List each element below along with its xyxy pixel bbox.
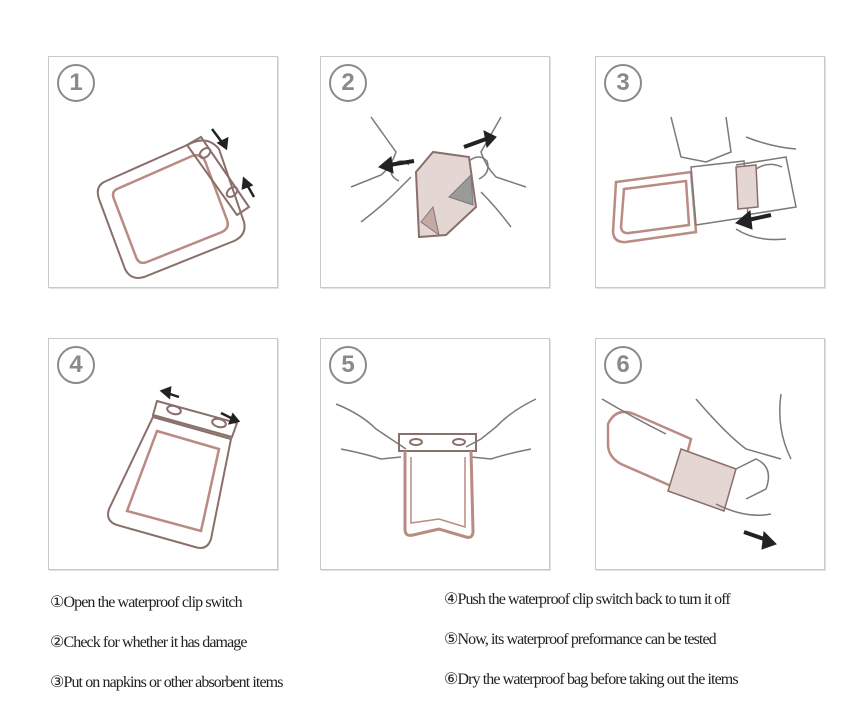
step-4-caption: ④Push the waterproof clip switch back to… <box>444 589 730 609</box>
step-number-badge: 4 <box>57 346 95 384</box>
step-3-panel: 3 <box>595 56 825 288</box>
step-1-panel: 1 <box>48 56 278 288</box>
step-5-panel: 5 <box>320 338 550 570</box>
arrow-icon <box>744 532 776 549</box>
step-number-badge: 1 <box>57 64 95 102</box>
step-4-panel: 4 <box>48 338 278 570</box>
step-1-caption: ①Open the waterproof clip switch <box>50 592 242 612</box>
step-number-badge: 6 <box>604 346 642 384</box>
step-5-caption: ⑤Now, its waterproof preformance can be … <box>444 629 716 649</box>
step-number-badge: 3 <box>604 64 642 102</box>
step-6-panel: 6 <box>595 338 825 570</box>
step-2-caption: ②Check for whether it has damage <box>50 632 247 652</box>
step-number-badge: 2 <box>329 64 367 102</box>
step-3-caption: ③Put on napkins or other absorbent items <box>50 672 283 692</box>
step-6-caption: ⑥Dry the waterproof bag before taking ou… <box>444 669 738 689</box>
step-2-panel: 2 <box>320 56 550 288</box>
step-number-badge: 5 <box>329 346 367 384</box>
